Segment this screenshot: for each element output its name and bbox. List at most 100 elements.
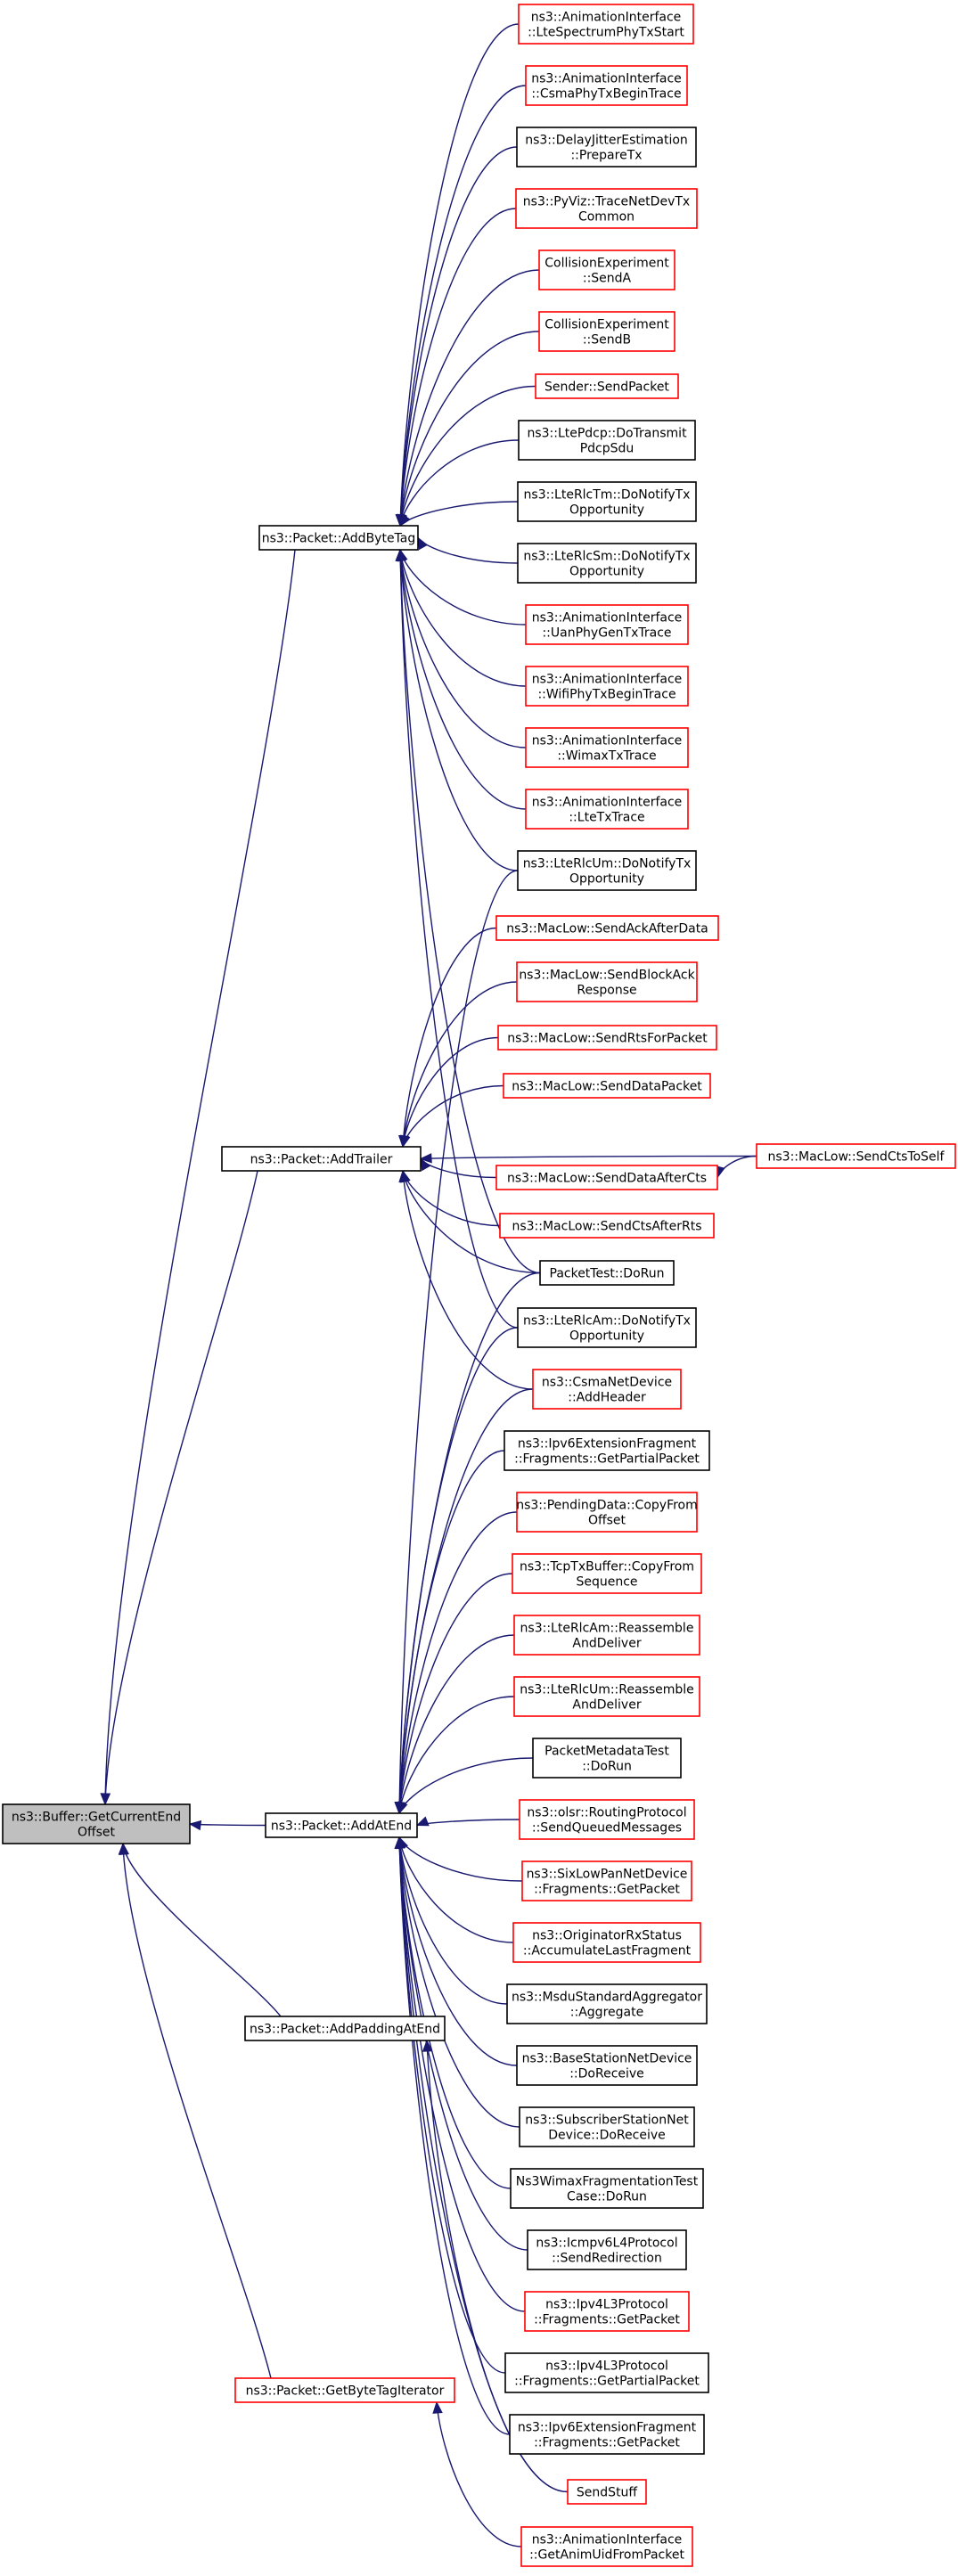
edge-wimaxtx-to-addbytetag <box>396 548 527 748</box>
node-box <box>503 1073 711 1099</box>
node-label-line: ns3::Ipv6ExtensionFragment <box>518 2421 697 2435</box>
node-box <box>525 727 689 768</box>
node-addpaddingatend[interactable]: ns3::Packet::AddPaddingAtEnd <box>244 2016 446 2041</box>
node-senddataaftercts[interactable]: ns3::MacLow::SendDataAfterCts <box>495 1165 718 1190</box>
node-label-line: ns3::Packet::AddPaddingAtEnd <box>250 2023 440 2037</box>
node-basestation[interactable]: ns3::BaseStationNetDevice::DoReceive <box>516 2045 698 2086</box>
node-label-line: ::SendA <box>583 272 632 286</box>
node-label-line: ns3::Ipv4L3Protocol <box>545 2298 668 2312</box>
node-label-line: ::Fragments::GetPartialPacket <box>514 2375 700 2389</box>
node-delayjitter[interactable]: ns3::DelayJitterEstimation::PrepareTx <box>516 127 697 168</box>
node-sixlowpan[interactable]: ns3::SixLowPanNetDevice::Fragments::GetP… <box>521 1860 692 1901</box>
node-box <box>524 2291 690 2332</box>
node-wimaxtx[interactable]: ns3::AnimationInterface::WimaxTxTrace <box>525 727 689 768</box>
node-label-line: ns3::PyViz::TraceNetDevTx <box>523 195 690 209</box>
node-box <box>258 525 419 551</box>
node-label-line: Opportunity <box>569 1329 644 1344</box>
node-label-line: CollisionExperiment <box>545 318 669 332</box>
node-icmpv6[interactable]: ns3::Icmpv6L4Protocol::SendRedirection <box>527 2229 687 2270</box>
node-olsr[interactable]: ns3::olsr::RoutingProtocol::SendQueuedMe… <box>519 1799 695 1840</box>
node-label-line: ::SendRedirection <box>552 2252 662 2266</box>
edge-ipv6ext_partial-to-addatend <box>394 1450 505 1815</box>
node-label-line: ns3::olsr::RoutingProtocol <box>527 1806 686 1820</box>
node-label-line: ::Fragments::GetPacket <box>534 2313 680 2327</box>
node-getanimuid[interactable]: ns3::AnimationInterface::GetAnimUidFromP… <box>520 2526 693 2567</box>
edge-sendstuff-to-addpaddingatend <box>422 2039 569 2493</box>
node-box <box>513 1615 700 1656</box>
edge-subscriber-to-addatend <box>395 1836 520 2128</box>
node-ltetx[interactable]: ns3::AnimationInterface::LteTxTrace <box>525 789 689 830</box>
node-wifiphy[interactable]: ns3::AnimationInterface::WifiPhyTxBeginT… <box>525 666 689 707</box>
node-box <box>525 65 688 106</box>
node-label-line: ns3::AnimationInterface <box>532 2533 683 2547</box>
node-collision_a[interactable]: CollisionExperiment::SendA <box>538 249 676 290</box>
node-box <box>525 789 689 830</box>
node-packettest[interactable]: PacketTest::DoRun <box>539 1260 675 1286</box>
node-addbytetag[interactable]: ns3::Packet::AddByteTag <box>258 525 419 551</box>
node-ipv6ext_getpacket[interactable]: ns3::Ipv6ExtensionFragment::Fragments::G… <box>509 2414 705 2455</box>
node-label-line: ::AddHeader <box>568 1391 646 1405</box>
node-box <box>532 1369 682 1410</box>
node-collision_b[interactable]: CollisionExperiment::SendB <box>538 311 676 352</box>
node-label-line: ns3::AnimationInterface <box>532 734 683 748</box>
node-sendctstoself[interactable]: ns3::MacLow::SendCtsToSelf <box>756 1143 956 1169</box>
node-label-line: PacketTest::DoRun <box>550 1267 665 1281</box>
node-originatorrx[interactable]: ns3::OriginatorRxStatus::AccumulateLastF… <box>512 1922 701 1963</box>
edge-sixlowpan-to-addatend <box>398 1836 523 1882</box>
node-ipv4l3_partial[interactable]: ns3::Ipv4L3Protocol::Fragments::GetParti… <box>504 2352 709 2393</box>
node-subscriber[interactable]: ns3::SubscriberStationNetDevice::DoRecei… <box>519 2106 695 2147</box>
node-label-line: ::CsmaPhyTxBeginTrace <box>531 87 681 102</box>
node-sendackafterdata[interactable]: ns3::MacLow::SendAckAfterData <box>495 915 719 941</box>
node-sender_sendpacket[interactable]: Sender::SendPacket <box>535 373 679 399</box>
node-label-line: ns3::LteRlcTm::DoNotifyTx <box>524 488 691 503</box>
node-label-line: Opportunity <box>569 565 644 579</box>
node-label-line: ns3::SixLowPanNetDevice <box>527 1868 688 1882</box>
node-packetmetadatatest[interactable]: PacketMetadataTest::DoRun <box>532 1738 682 1779</box>
edge-wimaxfrag-to-addatend <box>394 1836 512 2189</box>
node-label-line: AndDeliver <box>572 1637 641 1651</box>
edge-ltetx-to-addbytetag <box>396 548 527 810</box>
node-box <box>2 1803 191 1844</box>
node-senddatapacket[interactable]: ns3::MacLow::SendDataPacket <box>503 1073 711 1099</box>
node-label-line: ::DoReceive <box>569 2067 644 2081</box>
node-getbytetagiterator[interactable]: ns3::Packet::GetByteTagIterator <box>234 2377 455 2403</box>
node-label-line: ns3::DelayJitterEstimation <box>525 134 688 148</box>
node-ipv4l3_getpacket[interactable]: ns3::Ipv4L3Protocol::Fragments::GetPacke… <box>524 2291 690 2332</box>
node-addatend[interactable]: ns3::Packet::AddAtEnd <box>265 1812 418 1838</box>
node-label-line: ::SendQueuedMessages <box>532 1821 682 1836</box>
node-sendctsafterrts[interactable]: ns3::MacLow::SendCtsAfterRts <box>499 1213 715 1239</box>
node-box <box>517 543 697 584</box>
node-uanphy[interactable]: ns3::AnimationInterface::UanPhyGenTxTrac… <box>525 604 689 645</box>
node-msdu[interactable]: ns3::MsduStandardAggregator::Aggregate <box>506 1983 708 2024</box>
node-csma_phy[interactable]: ns3::AnimationInterface::CsmaPhyTxBeginT… <box>525 65 688 106</box>
edge-lterlcam-to-addbytetag <box>395 548 519 1329</box>
node-box <box>513 1676 700 1717</box>
edge-wifiphy-to-addbytetag <box>396 548 527 687</box>
node-ipv6ext_partial[interactable]: ns3::Ipv6ExtensionFragment::Fragments::G… <box>504 1430 710 1471</box>
node-label-line: ::LteSpectrumPhyTxStart <box>528 26 684 40</box>
node-sendrtsforpacket[interactable]: ns3::MacLow::SendRtsForPacket <box>497 1025 717 1051</box>
node-label-line: PdcpSdu <box>580 442 635 456</box>
node-label-line: ns3::CsmaNetDevice <box>542 1376 672 1390</box>
node-label-line: ns3::MacLow::SendAckAfterData <box>506 922 708 936</box>
node-label-line: ns3::Icmpv6L4Protocol <box>536 2237 677 2251</box>
node-label-line: ns3::Packet::AddAtEnd <box>271 1820 412 1834</box>
node-sendstuff[interactable]: SendStuff <box>567 2479 647 2505</box>
node-lte_spectrum[interactable]: ns3::AnimationInterface::LteSpectrumPhyT… <box>518 4 694 45</box>
node-label-line: Opportunity <box>569 503 644 518</box>
node-addtrailer[interactable]: ns3::Packet::AddTrailer <box>221 1146 422 1172</box>
node-csmanetdevice[interactable]: ns3::CsmaNetDevice::AddHeader <box>532 1369 682 1410</box>
